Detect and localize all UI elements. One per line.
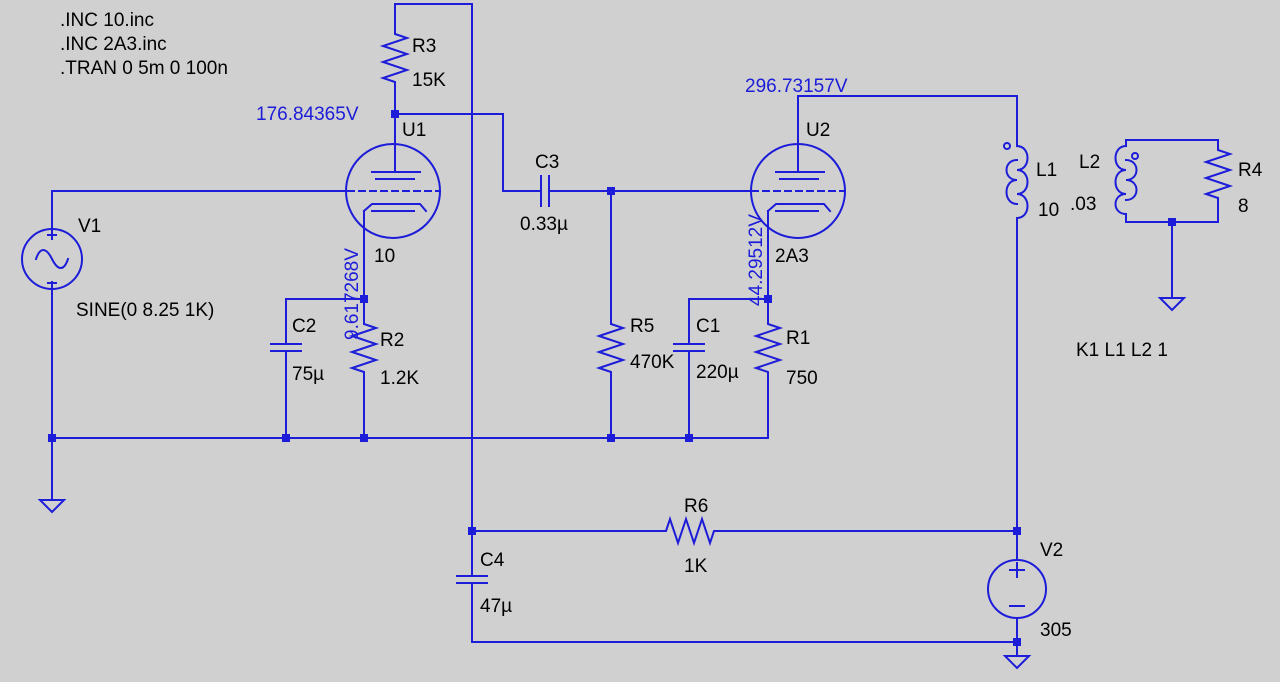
label-c2-name[interactable]: C2 bbox=[292, 316, 316, 337]
junction-dot bbox=[607, 187, 615, 195]
voltage-u1-cathode: 9.617268V bbox=[342, 248, 363, 340]
label-r4-name[interactable]: R4 bbox=[1238, 160, 1263, 181]
wire-v1-to-u1-grid[interactable] bbox=[51, 190, 349, 236]
label-c1-value[interactable]: 220µ bbox=[696, 362, 739, 383]
label-r2-value[interactable]: 1.2K bbox=[380, 368, 419, 389]
label-u1-value[interactable]: 10 bbox=[374, 246, 395, 267]
junction-dot bbox=[48, 434, 56, 442]
label-c3-value[interactable]: 0.33µ bbox=[520, 214, 568, 235]
triode-u2-symbol[interactable] bbox=[750, 143, 846, 239]
label-l2-name[interactable]: L2 bbox=[1079, 152, 1100, 173]
inductor-l2-symbol[interactable] bbox=[1114, 144, 1139, 216]
junction-dot bbox=[282, 434, 290, 442]
label-r1-name[interactable]: R1 bbox=[786, 328, 810, 349]
label-c4-value[interactable]: 47µ bbox=[480, 596, 512, 617]
label-l2-value[interactable]: .03 bbox=[1070, 194, 1096, 215]
label-r2-name[interactable]: R2 bbox=[380, 330, 404, 351]
junction-dot bbox=[1013, 638, 1021, 646]
label-c2-value[interactable]: 75µ bbox=[292, 364, 324, 385]
capacitor-c2-symbol[interactable] bbox=[270, 343, 302, 352]
coupling-directive[interactable]: K1 L1 L2 1 bbox=[1076, 340, 1168, 361]
label-r5-name[interactable]: R5 bbox=[630, 316, 654, 337]
capacitor-c3-symbol[interactable] bbox=[540, 175, 550, 207]
label-u1-name[interactable]: U1 bbox=[402, 120, 426, 141]
label-c1-name[interactable]: C1 bbox=[696, 316, 720, 337]
junction-dot bbox=[468, 527, 476, 535]
label-l1-value[interactable]: 10 bbox=[1038, 200, 1059, 221]
capacitor-c4-symbol[interactable] bbox=[456, 575, 488, 584]
label-c3-name[interactable]: C3 bbox=[535, 152, 559, 173]
sine-source-v1-symbol[interactable] bbox=[21, 228, 83, 290]
junction-dot bbox=[1013, 527, 1021, 535]
capacitor-c1-symbol[interactable] bbox=[673, 343, 705, 352]
triode-u1-symbol[interactable] bbox=[345, 143, 441, 239]
label-u2-value[interactable]: 2A3 bbox=[775, 246, 809, 267]
wire-u1-plate-to-c3[interactable] bbox=[394, 113, 541, 192]
wire-c2-top[interactable] bbox=[285, 298, 365, 345]
label-c4-name[interactable]: C4 bbox=[480, 550, 505, 571]
junction-dot bbox=[607, 434, 615, 442]
directive-tran[interactable]: .TRAN 0 5m 0 100n bbox=[60, 58, 228, 79]
label-l1-name[interactable]: L1 bbox=[1036, 160, 1057, 181]
directive-inc-10[interactable]: .INC 10.inc bbox=[60, 10, 154, 31]
wire-u2-plate-to-l1[interactable] bbox=[797, 95, 1018, 173]
resistor-r4-symbol[interactable] bbox=[1202, 145, 1234, 215]
label-r3-value[interactable]: 15K bbox=[412, 70, 446, 91]
wire-r6-to-v2[interactable] bbox=[727, 530, 1018, 561]
ground-v1-symbol[interactable] bbox=[37, 499, 67, 514]
ground-v2-symbol[interactable] bbox=[1002, 655, 1032, 670]
voltage-u2-cathode: 44.29512V bbox=[746, 214, 767, 306]
label-v1-name[interactable]: V1 bbox=[78, 216, 101, 237]
label-r4-value[interactable]: 8 bbox=[1238, 196, 1249, 217]
ground-secondary-symbol[interactable] bbox=[1157, 297, 1187, 312]
inductor-l1-symbol[interactable] bbox=[1003, 142, 1029, 223]
directive-inc-2a3[interactable]: .INC 2A3.inc bbox=[60, 34, 167, 55]
label-r6-value[interactable]: 1K bbox=[684, 556, 708, 577]
dc-source-v2-symbol[interactable] bbox=[987, 559, 1047, 619]
resistor-r2-symbol[interactable] bbox=[348, 317, 380, 385]
label-r5-value[interactable]: 470K bbox=[630, 352, 675, 373]
voltage-u2-plate: 296.73157V bbox=[745, 76, 848, 97]
junction-dot bbox=[764, 295, 772, 303]
label-r6-name[interactable]: R6 bbox=[684, 496, 708, 517]
label-r3-name[interactable]: R3 bbox=[412, 36, 436, 57]
junction-dot bbox=[391, 110, 399, 118]
resistor-r6-symbol[interactable] bbox=[661, 515, 729, 547]
junction-dot bbox=[360, 434, 368, 442]
wire-c4-bottom[interactable] bbox=[471, 582, 1018, 643]
label-v2-name[interactable]: V2 bbox=[1040, 540, 1063, 561]
label-u2-name[interactable]: U2 bbox=[806, 120, 830, 141]
resistor-r3-symbol[interactable] bbox=[379, 27, 411, 93]
label-v2-value[interactable]: 305 bbox=[1040, 620, 1072, 641]
voltage-u1-plate: 176.84365V bbox=[256, 104, 359, 125]
wire-ground-bus[interactable] bbox=[51, 385, 769, 439]
wire-c1-top[interactable] bbox=[688, 298, 769, 345]
label-v1-value[interactable]: SINE(0 8.25 1K) bbox=[76, 300, 214, 321]
junction-dot bbox=[1168, 218, 1176, 226]
wire-bplus-rail[interactable] bbox=[394, 3, 473, 531]
label-r1-value[interactable]: 750 bbox=[786, 368, 818, 389]
junctions bbox=[48, 110, 1176, 646]
resistor-r1-symbol[interactable] bbox=[752, 317, 784, 387]
wire-secondary-top[interactable] bbox=[1125, 139, 1219, 147]
junction-dot bbox=[360, 295, 368, 303]
junction-dot bbox=[685, 434, 693, 442]
resistor-r5-symbol[interactable] bbox=[595, 317, 627, 385]
